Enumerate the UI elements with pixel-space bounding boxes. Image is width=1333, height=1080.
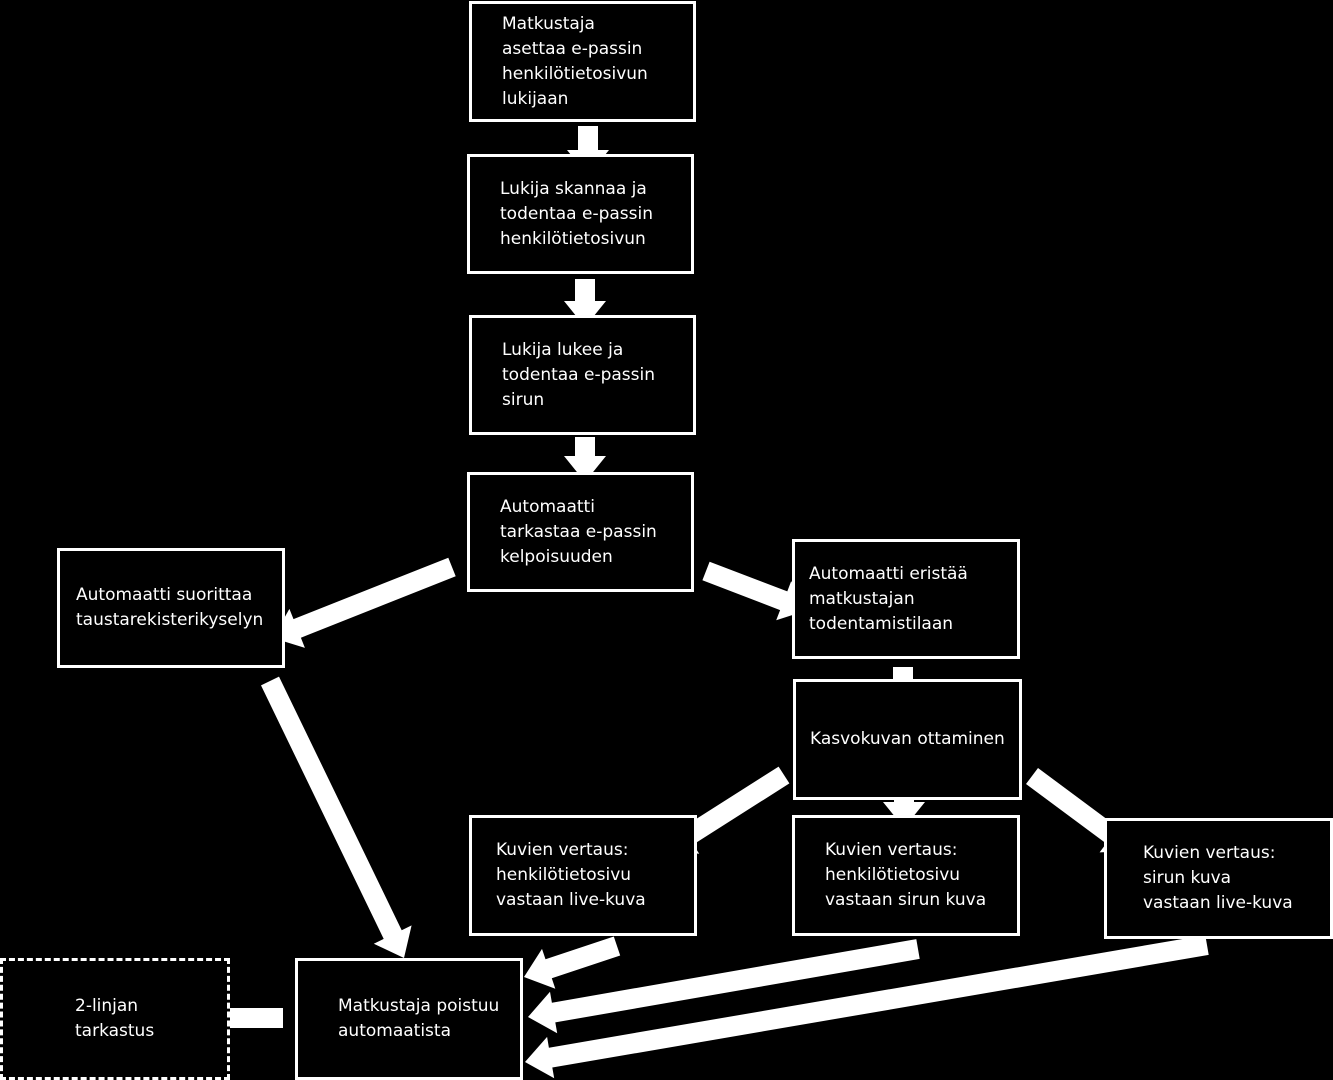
node-second-line-check-label: 2-linjan tarkastus <box>75 996 155 1041</box>
node-background-check-label: Automaatti suorittaa taustarekisterikyse… <box>76 585 264 630</box>
node-exit-gate: Matkustaja poistuu automaatista <box>295 958 523 1080</box>
arrow-n1-n2 <box>567 126 609 176</box>
node-compare-page-live: Kuvien vertaus: henkilötietosivu vastaan… <box>469 815 697 936</box>
arrow-n4-n5 <box>273 557 456 648</box>
node-exit-gate-label: Matkustaja poistuu automaatista <box>338 996 500 1041</box>
node-isolate-traveller: Automaatti eristää matkustajan todentami… <box>792 539 1020 659</box>
node-scan-data-page: Lukija skannaa ja todentaa e-passin henk… <box>467 154 694 274</box>
node-scan-data-page-label: Lukija skannaa ja todentaa e-passin henk… <box>500 178 654 249</box>
node-compare-chip-live-label: Kuvien vertaus: sirun kuva vastaan live-… <box>1143 843 1293 913</box>
arrow-n5-n11 <box>261 676 412 958</box>
arrow-n8-n11 <box>524 936 621 989</box>
node-read-chip-label: Lukija lukee ja todentaa e-passin sirun <box>502 339 656 410</box>
arrow-n3-n4 <box>564 437 606 482</box>
node-face-capture-label: Kasvokuvan ottaminen <box>810 729 1005 749</box>
node-check-validity: Automaatti tarkastaa e-passin kelpoisuud… <box>467 472 694 592</box>
arrow-n10-n11 <box>525 935 1209 1079</box>
node-compare-chip-live: Kuvien vertaus: sirun kuva vastaan live-… <box>1104 818 1333 939</box>
arrow-n2-n3 <box>564 279 606 327</box>
node-background-check: Automaatti suorittaa taustarekisterikyse… <box>57 548 285 668</box>
node-isolate-traveller-label: Automaatti eristää matkustajan todentami… <box>809 563 968 634</box>
node-check-validity-label: Automaatti tarkastaa e-passin kelpoisuud… <box>500 496 657 567</box>
arrow-n7-n9 <box>883 785 925 828</box>
node-read-chip: Lukija lukee ja todentaa e-passin sirun <box>469 315 696 435</box>
arrow-n9-n11 <box>528 939 920 1034</box>
node-compare-page-live-label: Kuvien vertaus: henkilötietosivu vastaan… <box>496 840 646 910</box>
arrow-n4-n6 <box>702 561 808 621</box>
node-compare-page-chip-label: Kuvien vertaus: henkilötietosivu vastaan… <box>825 840 987 910</box>
node-face-capture: Kasvokuvan ottaminen <box>793 679 1022 800</box>
node-second-line-check: 2-linjan tarkastus <box>0 958 230 1080</box>
node-compare-page-chip: Kuvien vertaus: henkilötietosivu vastaan… <box>792 815 1020 936</box>
node-place-passport: Matkustaja asettaa e-passin henkilötieto… <box>469 1 696 122</box>
node-place-passport-label: Matkustaja asettaa e-passin henkilötieto… <box>502 13 648 109</box>
